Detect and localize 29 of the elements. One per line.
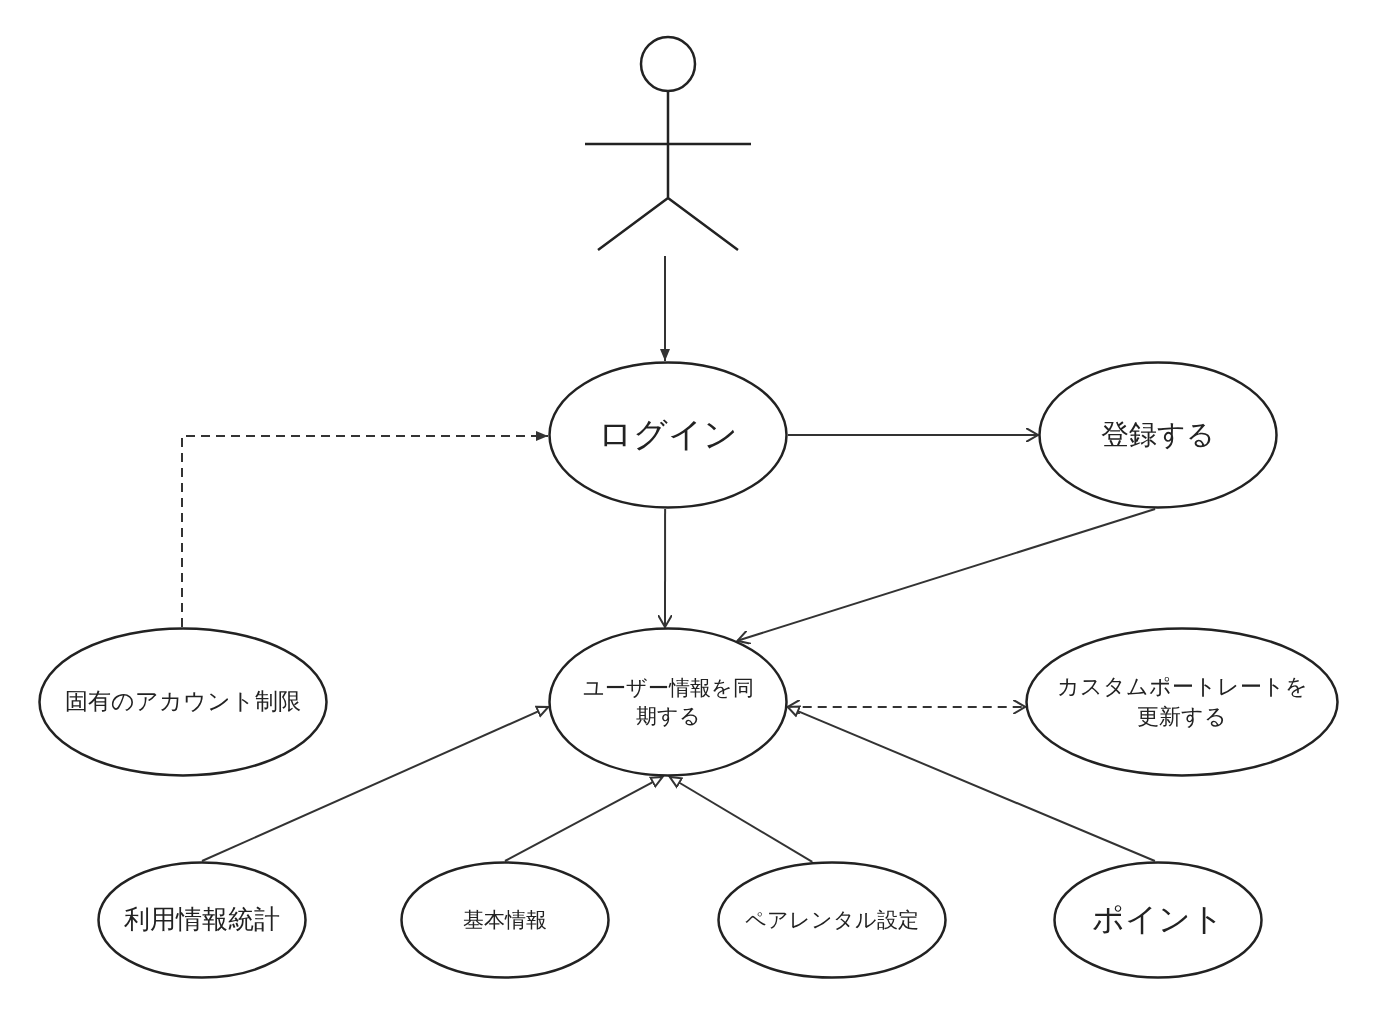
use-case-ellipse <box>717 861 947 979</box>
arrow <box>201 705 550 862</box>
use-case-ellipse <box>548 627 788 777</box>
arrow <box>786 705 1156 862</box>
use-case-ellipse <box>97 861 307 979</box>
use-case-label: ユーザー情報を同期する <box>581 674 755 730</box>
arrow <box>181 431 549 628</box>
use-case-label: 固有のアカウント制限 <box>65 687 301 717</box>
use-case-ellipse <box>38 627 328 777</box>
use-case-label: 登録する <box>1101 417 1215 454</box>
arrow <box>786 698 1027 715</box>
arrow <box>736 508 1157 645</box>
use-case-ellipse <box>1038 361 1278 509</box>
use-case-ellipse <box>400 861 610 979</box>
use-case-label: ペアレンタル設定 <box>745 906 919 934</box>
use-case-label: ログイン <box>598 413 738 457</box>
use-case-ellipse <box>548 361 788 509</box>
arrow <box>787 427 1039 443</box>
arrow <box>668 776 814 863</box>
arrow <box>504 775 664 862</box>
arrow <box>660 255 670 362</box>
use-case-label: 基本情報 <box>463 906 547 934</box>
use-case-label: 利用情報統計 <box>124 903 280 937</box>
use-case-ellipse <box>1025 627 1339 777</box>
use-case-label: カスタムポートレートを更新する <box>1055 673 1309 731</box>
use-case-label: ポイント <box>1092 899 1224 941</box>
actor-figure <box>583 36 753 254</box>
use-case-ellipse <box>1053 861 1263 979</box>
arrow <box>657 508 673 628</box>
